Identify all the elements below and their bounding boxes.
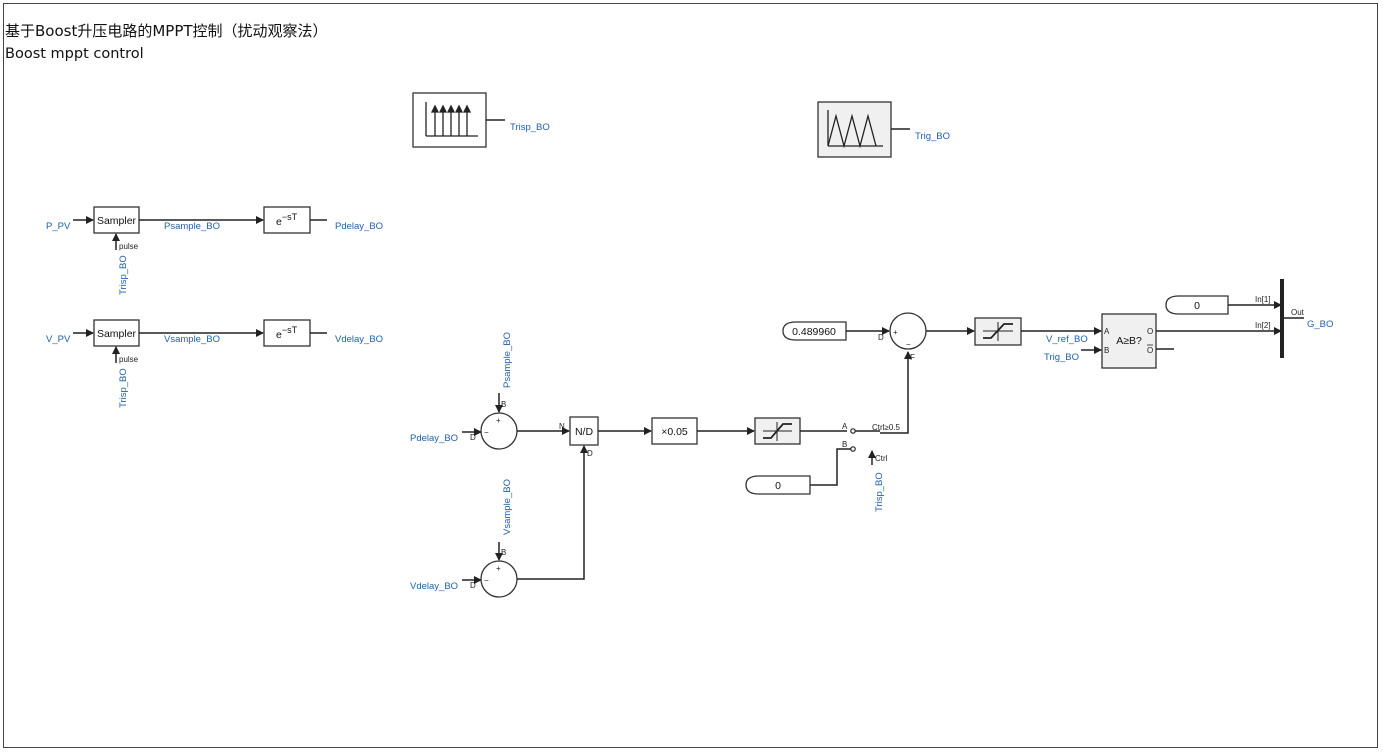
switch-ctrl-port: Ctrl xyxy=(875,454,888,463)
svg-text:−: − xyxy=(906,340,911,349)
mux-in1-label: In[1] xyxy=(1255,295,1271,304)
v-sampler-label: Sampler xyxy=(97,328,137,340)
divider-block[interactable]: N/D xyxy=(569,416,599,446)
v-sampler-block[interactable]: Sampler xyxy=(93,319,140,347)
diagram-canvas xyxy=(3,3,1378,748)
diagram-title: 基于Boost升压电路的MPPT控制（扰动观察法） xyxy=(5,22,328,40)
comparator-block[interactable]: A≥B? A B O O xyxy=(1101,313,1157,369)
vpv-input-label: V_PV xyxy=(46,334,71,345)
svg-text:D: D xyxy=(470,433,476,442)
limiter-block-2[interactable] xyxy=(974,317,1022,346)
limiter-icon xyxy=(763,422,792,441)
gain-label: ×0.05 xyxy=(661,426,688,438)
const-zero-mux[interactable]: 0 xyxy=(1165,295,1229,315)
v-delay-base: e xyxy=(276,329,282,341)
svg-text:+: + xyxy=(496,564,501,573)
svg-text:+: + xyxy=(496,416,501,425)
limiter-block-1[interactable] xyxy=(754,417,801,445)
v-sampler-trigger-label: Trisp_BO xyxy=(118,368,129,408)
svg-text:B: B xyxy=(501,548,506,557)
const-zero-mux-value: 0 xyxy=(1194,300,1200,312)
svg-text:O: O xyxy=(1147,327,1153,336)
pulse-train-icon xyxy=(425,102,478,137)
svg-text:D: D xyxy=(470,581,476,590)
sum1-b-signal: Psample_BO xyxy=(502,332,513,388)
svg-text:B: B xyxy=(501,400,506,409)
svg-text:N: N xyxy=(559,422,565,431)
psample-label: Psample_BO xyxy=(164,221,220,232)
p-sampler-label: Sampler xyxy=(97,215,137,227)
pulse-output-label: Trisp_BO xyxy=(510,122,550,133)
v-delay-exponent: −sT xyxy=(282,325,298,335)
mux-in2-label: In[2] xyxy=(1255,321,1271,330)
triangle-wave-icon xyxy=(827,110,883,149)
gain-block[interactable]: ×0.05 xyxy=(651,417,698,445)
sum1-d-signal: Pdelay_BO xyxy=(410,433,458,444)
const-initial-duty-value: 0.489960 xyxy=(792,326,836,338)
ppv-input-label: P_PV xyxy=(46,221,71,232)
v-delay-block[interactable]: e−sT xyxy=(263,319,311,347)
svg-text:A: A xyxy=(842,422,848,431)
summer-dp-block[interactable]: + − xyxy=(480,412,518,450)
p-sampler-trigger-label: Trisp_BO xyxy=(118,255,129,295)
comparator-b-signal: Trig_BO xyxy=(1044,352,1079,363)
svg-text:−: − xyxy=(484,428,489,437)
p-delay-exponent: −sT xyxy=(282,212,298,222)
p-sampler-block[interactable]: Sampler xyxy=(93,206,140,234)
svg-text:D: D xyxy=(587,449,593,458)
switch-threshold-label: Ctrl≥0.5 xyxy=(872,423,901,432)
summer-dv-block[interactable]: + − xyxy=(480,560,518,598)
svg-text:A: A xyxy=(1104,327,1110,336)
divider-label: N/D xyxy=(575,426,594,438)
vref-label: V_ref_BO xyxy=(1046,334,1088,345)
sum2-d-signal: Vdelay_BO xyxy=(410,581,458,592)
triangle-generator-block[interactable] xyxy=(817,101,892,158)
switch-ctrl-signal: Trisp_BO xyxy=(874,472,885,512)
mux-block[interactable] xyxy=(1280,279,1284,358)
p-sampler-pulse-port: pulse xyxy=(119,242,139,251)
svg-text:B: B xyxy=(1104,346,1109,355)
vsample-label: Vsample_BO xyxy=(164,334,220,345)
p-delay-base: e xyxy=(276,216,282,228)
svg-text:B: B xyxy=(842,440,847,449)
const-zero-switch-value: 0 xyxy=(775,480,781,492)
gate-output-label: G_BO xyxy=(1307,319,1333,330)
svg-text:F: F xyxy=(910,353,915,362)
v-sampler-pulse-port: pulse xyxy=(119,355,139,364)
triangle-output-label: Trig_BO xyxy=(915,131,950,142)
svg-text:−: − xyxy=(484,576,489,585)
svg-text:O: O xyxy=(1147,346,1153,355)
const-initial-duty[interactable]: 0.489960 xyxy=(782,321,847,341)
svg-text:e−sT: e−sT xyxy=(276,212,298,228)
summer-duty-block[interactable]: + − xyxy=(889,312,927,350)
pulse-generator-block[interactable] xyxy=(412,92,487,148)
p-delay-block[interactable]: e−sT xyxy=(263,206,311,234)
svg-text:+: + xyxy=(893,328,898,337)
pdelay-output-label: Pdelay_BO xyxy=(335,221,383,232)
vdelay-output-label: Vdelay_BO xyxy=(335,334,383,345)
sum2-b-signal: Vsample_BO xyxy=(502,479,513,535)
const-zero-switch[interactable]: 0 xyxy=(745,475,811,495)
diagram-subtitle: Boost mppt control xyxy=(5,46,144,62)
svg-text:D: D xyxy=(878,333,884,342)
svg-text:e−sT: e−sT xyxy=(276,325,298,341)
selector-switch[interactable] xyxy=(850,428,880,452)
limiter-icon xyxy=(983,322,1013,341)
comparator-label: A≥B? xyxy=(1116,335,1142,347)
mux-out-label: Out xyxy=(1291,308,1305,317)
